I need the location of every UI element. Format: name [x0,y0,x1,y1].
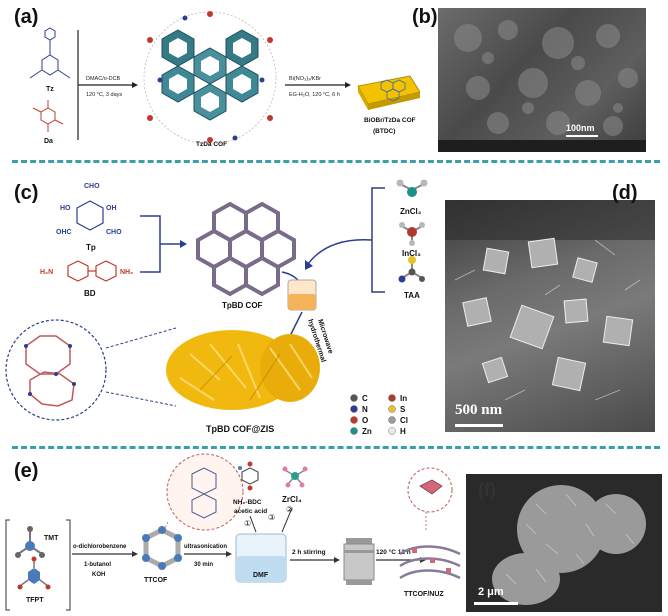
zrcl4-label: ZrCl₄ [282,495,302,504]
legend-swatch-o [350,416,358,424]
ttcof-framework [142,526,182,570]
ttcof-zoom-circle [166,453,244,531]
tp-oh: OH [106,205,117,212]
panel-d-label: (d) [612,182,638,204]
tz-label: Tz [46,86,54,93]
incl3-label: InCl₃ [402,249,421,258]
divider-2 [12,446,660,449]
panel-f-sem-image: 2 μm [466,474,662,612]
acetic-label: acetic acid [234,508,267,515]
arrow1-top-text: DMAC/o-DCB [86,76,121,82]
dmf-label: DMF [253,572,269,579]
arrow2-bottom-text: EG-H₂O, 120 °C, 6 h [289,92,340,98]
panel-b-scale: 100nm [566,123,595,133]
step3-marker: ③ [268,513,275,522]
tp-cho-top: CHO [84,183,100,190]
beaker [287,279,317,311]
solvent-bot: KOH [92,572,105,578]
panel-c-scheme: CHO HO OH OHC CHO Tp H₂N NH₂ BD TpBD COF… [5,179,428,436]
panel-a-scheme: Tz Da DMAC/o-DCB 120 °C, 3 days [29,11,420,148]
arrow1-bottom-text: 120 °C, 3 days [86,92,122,98]
tp-ho: HO [60,205,71,212]
tzda-cof-framework [143,11,277,145]
panel-b-label: (b) [412,6,438,28]
panel-f-label: (f) [478,480,496,500]
legend-label-n: N [362,405,368,414]
legend-label-h: H [400,427,406,436]
tp-molecule [76,200,104,231]
bd-nh2: NH₂ [120,269,133,276]
zrcl4-molecule [282,466,308,488]
legend-label-o: O [362,416,368,425]
solvent-top: o-dichlorobenzene [73,544,127,550]
tmt-molecule [15,526,45,558]
zncl2-label: ZnCl₂ [400,207,422,216]
legend-swatch-in [388,394,396,402]
stirring-label: 2 h stirring [292,549,326,556]
legend-swatch-h [388,427,396,435]
tzda-cof-label: TzDa COF [196,141,227,148]
panel-a-label: (a) [14,6,39,28]
nh2bdc-label: NH₂-BDC [233,499,262,506]
panel-f-scale: 2 μm [478,586,504,598]
tz-molecule [29,27,71,79]
legend-label-in: In [400,394,407,403]
panel-e-label: (e) [14,460,39,482]
tp-cho-right: CHO [106,229,122,236]
btdc-product [357,75,420,110]
tp-label: Tp [86,243,96,252]
tp-ohc: OHC [56,229,72,236]
tpbd-zis-label: TpBD COF@ZIS [206,424,274,434]
step2-marker: ② [286,505,293,514]
legend-swatch-s [388,405,396,413]
ultra-label: ultrasonication [184,544,227,550]
bd-h2n: H₂N [40,269,53,276]
step1-marker: ① [244,519,251,528]
panel-b-sem-image: 100nm [438,8,646,152]
nh2-bdc-molecule [238,461,259,491]
tmt-label: TMT [44,535,59,542]
autoclave [343,538,375,585]
legend-label-c: C [362,394,368,403]
incl3-molecule [399,222,425,246]
divider-1 [12,160,660,163]
legend-label-cl: Cl [400,416,408,425]
da-label: Da [44,138,53,145]
tpbd-cof-framework [196,201,296,297]
zoom-circle [5,319,107,421]
ultra-time: 30 min [194,562,213,568]
solvent-mid: 1-butanol [84,562,111,568]
arrow2-top-text: Bi(NO₃)₃/KBr [289,76,321,82]
dmf-beaker [235,533,287,583]
tpbd-zis-product [166,330,320,410]
panel-c-label: (c) [14,182,39,204]
taa-label: TAA [404,291,420,300]
legend-swatch-n [350,405,358,413]
legend-label-zn: Zn [362,427,372,436]
panel-d-scale: 500 nm [455,402,503,418]
legend-swatch-cl [388,416,396,424]
panel-e-scheme: TMT TFPT o-dichlorobenzene 1-butanol KOH… [5,453,461,611]
ttcof-label: TTCOF [144,577,168,584]
panel-d-sem-image: 500 nm [445,200,655,432]
taa-molecule [398,256,425,283]
legend-swatch-c [350,394,358,402]
legend-swatch-zn [350,427,358,435]
btdc-label: BiOBr/TzDa COF [364,117,416,124]
bd-label: BD [84,289,96,298]
da-molecule [32,100,64,132]
heat-label: 120 °C 12 h [376,548,411,556]
tpbd-cof-label: TpBD COF [222,301,263,310]
btdc-abbr: (BTDC) [373,128,395,135]
product-label: TTCOF/NUZ [404,591,444,598]
zncl2-molecule [396,179,428,197]
tfpt-label: TFPT [26,597,44,604]
ttcof-nuz-product [399,545,461,580]
tfpt-molecule [17,556,51,590]
bd-molecule [67,260,117,282]
legend-label-s: S [400,405,406,414]
